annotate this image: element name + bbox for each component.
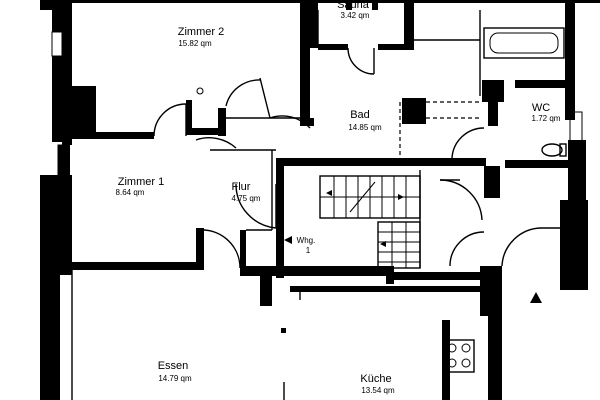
room-name-flur: Flur <box>232 181 251 193</box>
entrance-arrow-icon <box>530 292 542 303</box>
toilet <box>541 143 567 157</box>
room-area-wc: 1.72 qm <box>532 114 561 123</box>
room-name-wc: WC <box>532 102 550 114</box>
apartment-arrow-icon <box>284 236 292 244</box>
room-area-bad: 14.85 qm <box>348 123 382 132</box>
room-area-zimmer1: 8.64 qm <box>116 188 145 197</box>
apartment-number: 1 <box>306 246 311 255</box>
room-area-sauna: 3.42 qm <box>341 11 370 20</box>
room-name-zimmer2: Zimmer 2 <box>178 26 224 38</box>
apartment-label: Whg. <box>297 236 316 245</box>
room-name-essen: Essen <box>158 360 189 372</box>
room-area-flur: 4.75 qm <box>232 194 261 203</box>
inner-lines <box>71 10 481 400</box>
staircase <box>319 175 421 269</box>
room-area-kueche: 13.54 qm <box>361 386 395 395</box>
walls <box>40 0 600 400</box>
column-marker <box>281 328 286 333</box>
stove <box>443 339 475 373</box>
room-name-bad: Bad <box>350 109 370 121</box>
room-area-zimmer2: 15.82 qm <box>178 39 212 48</box>
room-area-essen: 14.79 qm <box>158 374 192 383</box>
bad-dashed-lines <box>399 101 482 158</box>
room-name-sauna: Sauna <box>337 0 370 11</box>
room-name-zimmer1: Zimmer 1 <box>118 176 164 188</box>
room-labels: Zimmer 2 15.82 qm Sauna 3.42 qm Bad 14.8… <box>116 0 561 395</box>
doors <box>153 47 564 269</box>
room-name-kueche: Küche <box>360 373 391 385</box>
bathtub <box>483 27 565 59</box>
